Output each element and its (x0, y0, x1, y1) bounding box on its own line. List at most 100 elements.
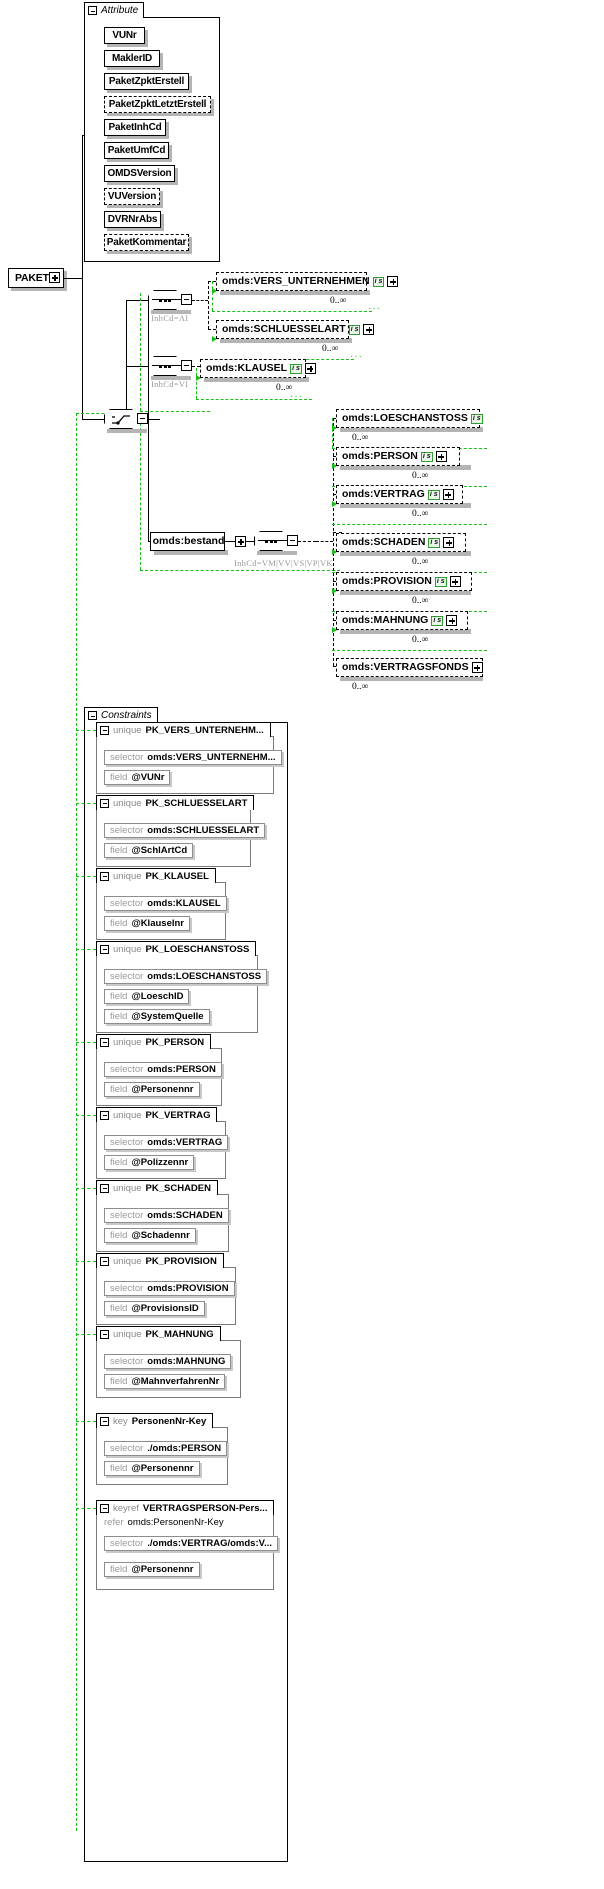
constraint-header[interactable]: unique PK_PROVISION (96, 1253, 224, 1268)
constraint-field[interactable]: field @Personennr (104, 1461, 200, 1476)
sequence-compositor-vi[interactable] (148, 356, 192, 376)
constraint-selector[interactable]: selector omds:PROVISION (104, 1281, 235, 1296)
collapse-icon[interactable] (100, 871, 109, 881)
selector-label: selector (110, 1443, 144, 1454)
constraint-header[interactable]: unique PK_LOESCHANSTOSS (96, 941, 257, 956)
element-provision[interactable]: omds:PROVISION i s (336, 572, 472, 591)
element-klausel[interactable]: omds:KLAUSEL i s (200, 359, 316, 378)
constraint-selector[interactable]: selector omds:VERS_UNTERNEHM... (104, 750, 282, 765)
choice-collapse-icon[interactable] (137, 413, 148, 424)
collapse-icon[interactable] (100, 1416, 109, 1426)
constraint-field[interactable]: field @SchlArtCd (104, 843, 194, 858)
group-ref-bestand[interactable]: omds:bestand (150, 532, 225, 551)
element-schluesselart[interactable]: omds:SCHLUESSELART i s (216, 320, 375, 339)
sequence-compositor-bestand[interactable] (254, 531, 298, 551)
constraint-selector[interactable]: selector ./omds:VERTRAG/omds:V... (104, 1536, 279, 1551)
attribute-paketinhcd[interactable]: PaketInhCd (104, 119, 166, 136)
constraint-field[interactable]: field @Polizzennr (104, 1155, 195, 1170)
constraint-field[interactable]: field @Personennr (104, 1562, 200, 1577)
green-guide (76, 803, 96, 804)
constraint-field[interactable]: field @SystemQuelle (104, 1009, 210, 1024)
element-vertrag[interactable]: omds:VERTRAG i s (336, 485, 463, 504)
choice-compositor[interactable] (104, 409, 148, 429)
constraint-header[interactable]: unique PK_SCHLUESSELART (96, 795, 255, 810)
constraint-selector[interactable]: selector omds:SCHADEN (104, 1208, 229, 1223)
constraint-name: PersonenNr-Key (131, 1415, 207, 1427)
constraint-header[interactable]: unique PK_PERSON (96, 1034, 212, 1049)
collapse-icon[interactable] (100, 1329, 109, 1339)
constraint-header[interactable]: unique PK_SCHADEN (96, 1180, 218, 1195)
attribute-maklerid[interactable]: MaklerID (104, 50, 160, 67)
expand-icon[interactable] (304, 363, 316, 374)
collapse-icon[interactable] (100, 1037, 109, 1047)
collapse-icon[interactable] (100, 725, 109, 735)
constraint-header[interactable]: keyref VERTRAGSPERSON-Pers... (96, 1500, 275, 1515)
expand-icon[interactable] (387, 276, 399, 287)
collapse-icon[interactable] (100, 1110, 109, 1120)
attribute-paketzpkterstell[interactable]: PaketZpktErstell (104, 73, 189, 90)
attribute-vuversion[interactable]: VUVersion (104, 188, 160, 205)
collapse-icon[interactable] (100, 1503, 109, 1513)
constraint-selector[interactable]: selector omds:MAHNUNG (104, 1354, 232, 1369)
constraint-selector[interactable]: selector omds:KLAUSEL (104, 896, 227, 911)
constraint-field[interactable]: field @Schadennr (104, 1228, 196, 1243)
constraint-field[interactable]: field @Klauselnr (104, 916, 190, 931)
shadow (340, 676, 483, 681)
expand-icon[interactable] (471, 662, 483, 673)
sequence-bar (152, 299, 188, 301)
attribute-dvrnrabs[interactable]: DVRNrAbs (104, 211, 161, 228)
occurrence-label: 0..∞ (352, 682, 369, 692)
collapse-icon[interactable] (100, 1183, 109, 1193)
shadow (151, 310, 191, 314)
constraint-field[interactable]: field @VUNr (104, 770, 171, 785)
sequence-collapse-icon[interactable] (287, 535, 298, 546)
constraint-selector[interactable]: selector omds:VERTRAG (104, 1135, 229, 1150)
constraint-selector[interactable]: selector omds:SCHLUESSELART (104, 823, 266, 838)
sequence-compositor-ai[interactable] (148, 290, 192, 310)
element-loeschanstoss[interactable]: omds:LOESCHANSTOSS i s (336, 409, 483, 428)
expand-icon[interactable] (442, 489, 454, 500)
expand-icon[interactable] (363, 324, 375, 335)
occurrence-label: 0..∞ (330, 296, 347, 306)
element-vertragsfonds[interactable]: omds:VERTRAGSFONDS (336, 658, 483, 677)
constraints-frame-tab[interactable]: Constraints (84, 707, 158, 723)
collapse-icon[interactable] (100, 944, 109, 954)
collapse-icon[interactable] (88, 6, 97, 15)
constraint-field[interactable]: field @Personennr (104, 1082, 200, 1097)
collapse-icon[interactable] (100, 1256, 109, 1266)
constraint-selector[interactable]: selector omds:LOESCHANSTOSS (104, 969, 268, 984)
constraint-selector[interactable]: selector omds:PERSON (104, 1062, 222, 1077)
sequence-collapse-icon[interactable] (181, 360, 192, 371)
element-schaden[interactable]: omds:SCHADEN i s (336, 533, 466, 552)
expand-icon[interactable] (446, 615, 458, 626)
constraint-field[interactable]: field @LoeschID (104, 989, 190, 1004)
attribute-omdsversion[interactable]: OMDSVersion (104, 165, 175, 182)
constraint-header[interactable]: unique PK_KLAUSEL (96, 868, 216, 883)
expand-icon[interactable] (443, 537, 455, 548)
attribute-group-tab[interactable]: Attribute (84, 2, 145, 18)
constraint-selector[interactable]: selector ./omds:PERSON (104, 1441, 228, 1456)
expand-icon[interactable] (435, 451, 447, 462)
bestand-expand-icon[interactable] (235, 536, 246, 547)
attribute-paketumfcd[interactable]: PaketUmfCd (104, 142, 169, 159)
constraint-header[interactable]: unique PK_VERTRAG (96, 1107, 218, 1122)
attribute-paketzpktletzterstell[interactable]: PaketZpktLetztErstell (104, 96, 211, 113)
attribute-vunr[interactable]: VUNr (104, 27, 145, 44)
element-mahnung[interactable]: omds:MAHNUNG i s (336, 611, 468, 630)
collapse-icon[interactable] (100, 798, 109, 808)
constraint-field[interactable]: field @MahnverfahrenNr (104, 1374, 226, 1389)
element-person[interactable]: omds:PERSON i s (336, 447, 460, 466)
constraint-header[interactable]: unique PK_VERS_UNTERNEHM... (96, 722, 271, 737)
sequence-collapse-icon[interactable] (181, 294, 192, 305)
field-label: field (110, 1157, 128, 1168)
root-element-label: PAKET (15, 272, 49, 284)
connector (82, 419, 104, 421)
constraint-header[interactable]: unique PK_MAHNUNG (96, 1326, 221, 1341)
element-vers-unternehmen[interactable]: omds:VERS_UNTERNEHMEN i s (216, 272, 399, 291)
collapse-icon[interactable] (88, 711, 97, 720)
paket-expand-icon[interactable] (49, 272, 60, 283)
attribute-paketkommentar[interactable]: PaketKommentar (104, 234, 189, 251)
constraint-field[interactable]: field @ProvisionsID (104, 1301, 205, 1316)
expand-icon[interactable] (449, 576, 461, 587)
constraint-header[interactable]: key PersonenNr-Key (96, 1413, 214, 1428)
